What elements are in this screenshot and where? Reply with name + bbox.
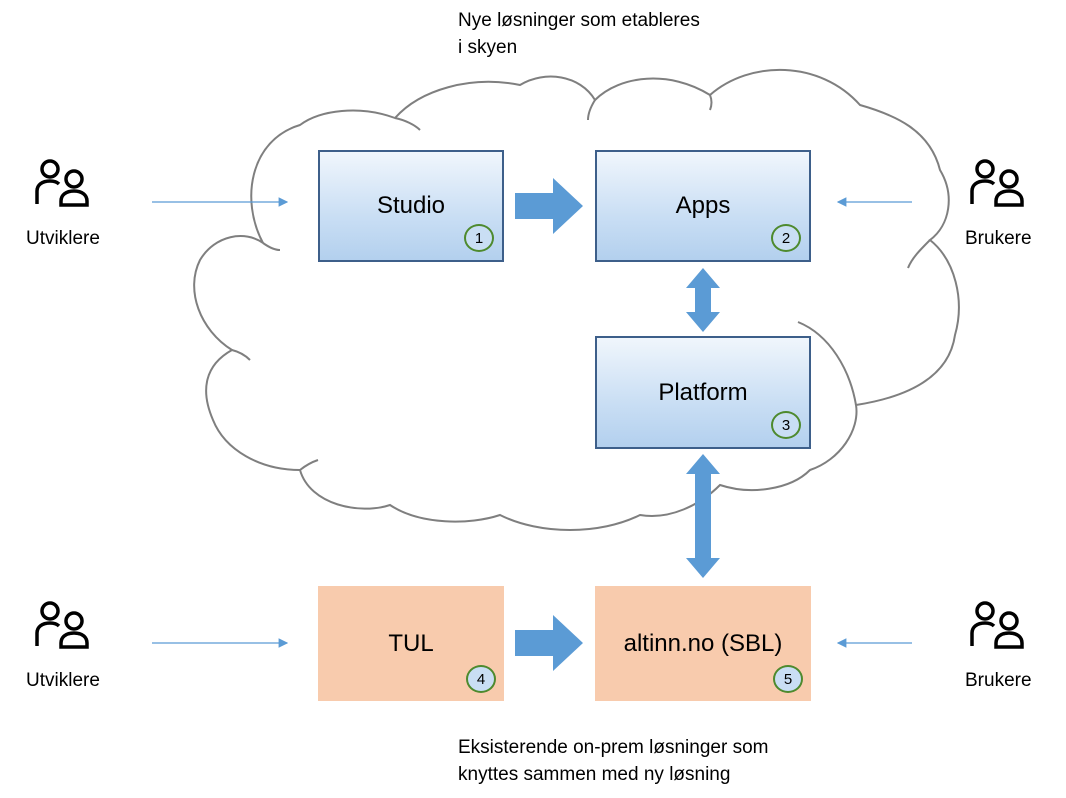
- apps-box[interactable]: Apps 2: [595, 150, 811, 262]
- cloud-inner-curve: [231, 349, 251, 361]
- cloud-caption-line: i skyen: [458, 37, 518, 58]
- tul-box[interactable]: TUL 4: [318, 586, 504, 701]
- cloud-caption-line: Nye løsninger som etableres: [458, 10, 700, 31]
- people-icon: [970, 159, 1024, 207]
- studio-to-apps-arrow: [515, 178, 583, 234]
- apps-label: Apps: [675, 192, 731, 219]
- onprem-caption: Eksisterende on-prem løsninger som knytt…: [458, 734, 768, 788]
- people-icon: [35, 159, 89, 207]
- cloud-inner-curve: [907, 239, 931, 269]
- people-icon: [970, 601, 1024, 649]
- cloud-inner-curve: [299, 459, 319, 471]
- users-label-top: Brukere: [965, 228, 1032, 249]
- platform-badge: 3: [771, 411, 801, 439]
- developers-label-top: Utviklere: [26, 228, 100, 249]
- cloud-inner-curve: [394, 117, 421, 131]
- tul-to-sbl-arrow: [515, 615, 583, 671]
- tul-badge: 4: [466, 665, 496, 693]
- cloud-inner-curve: [797, 321, 857, 406]
- platform-sbl-arrow: [686, 454, 720, 578]
- platform-label: Platform: [658, 378, 748, 406]
- sbl-label: altinn.no (SBL): [623, 629, 783, 657]
- sbl-box[interactable]: altinn.no (SBL) 5: [595, 586, 811, 701]
- onprem-caption-line: knyttes sammen med ny løsning: [458, 764, 731, 785]
- cloud-caption: Nye løsninger som etableres i skyen: [458, 7, 700, 61]
- tul-label: TUL: [388, 629, 434, 657]
- people-icon: [35, 601, 89, 649]
- platform-box[interactable]: Platform 3: [595, 336, 811, 449]
- sbl-badge: 5: [773, 665, 803, 693]
- developers-label-bottom: Utviklere: [26, 670, 100, 691]
- onprem-caption-line: Eksisterende on-prem løsninger som: [458, 737, 769, 758]
- cloud-inner-curve: [709, 94, 713, 111]
- apps-platform-arrow: [686, 268, 720, 332]
- studio-badge: 1: [464, 224, 494, 252]
- cloud-shape: [193, 69, 960, 531]
- cloud-inner-curve: [262, 242, 281, 251]
- studio-label: Studio: [376, 192, 446, 219]
- apps-badge: 2: [771, 224, 801, 252]
- studio-box[interactable]: Studio 1: [318, 150, 504, 262]
- users-label-bottom: Brukere: [965, 670, 1032, 691]
- cloud-inner-curve: [587, 99, 596, 121]
